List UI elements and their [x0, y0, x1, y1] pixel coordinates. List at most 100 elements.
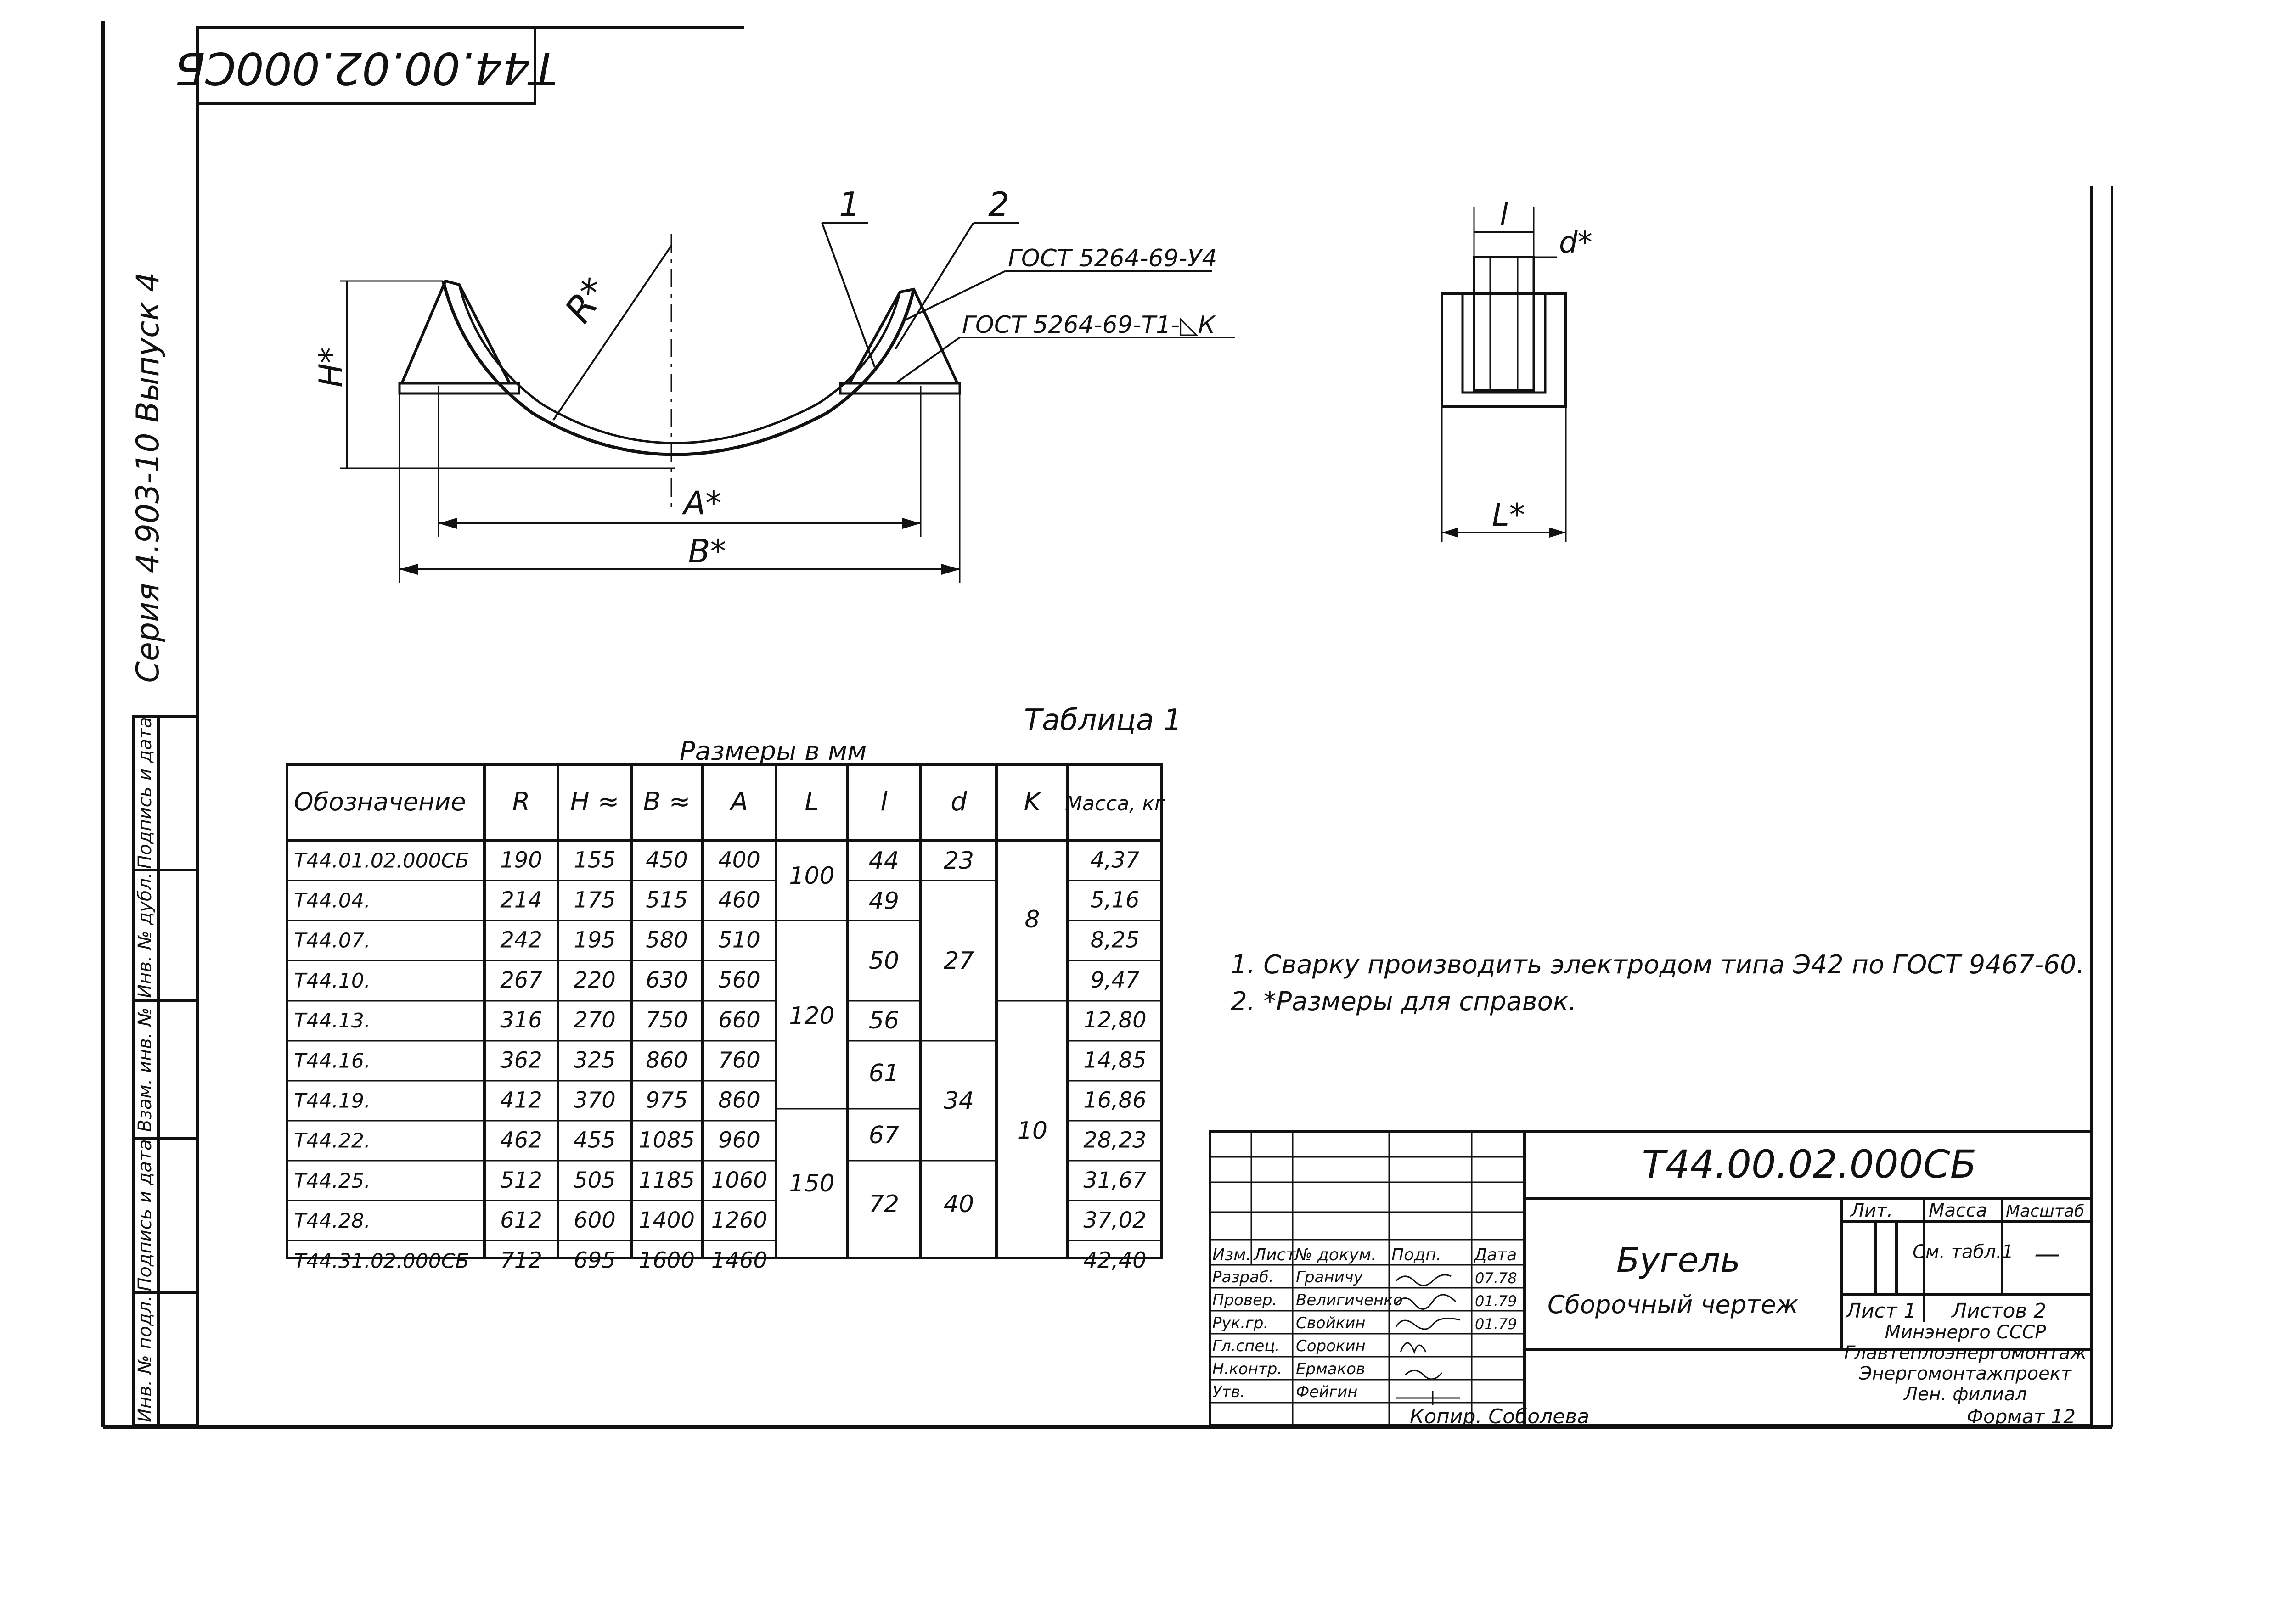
L-group-2: 120	[789, 1002, 834, 1030]
dim-R-label: R*	[557, 270, 617, 331]
header-L: L	[805, 787, 819, 817]
table-cell: 580	[646, 927, 688, 953]
note-1: 1. Сварку производить электродом типа Э4…	[1231, 950, 2084, 980]
table-cell: 460	[718, 887, 760, 913]
table-cell: 190	[500, 847, 542, 873]
signature-4	[1400, 1342, 1427, 1354]
dimensions-table: Таблица 1 Размеры в мм	[286, 703, 1182, 1273]
tb-role: Утв.	[1212, 1383, 1245, 1401]
table-cell: 960	[718, 1128, 760, 1153]
clamp-side-view: L* l d*	[1441, 198, 1593, 542]
side-col-5: Инв. № подл.	[135, 1296, 156, 1422]
table-cell: 462	[500, 1128, 542, 1153]
tb-scale-value: —	[2034, 1239, 2060, 1269]
table-cell: 362	[500, 1047, 542, 1073]
table-cell: 1400	[639, 1207, 695, 1233]
table-cell: 175	[574, 887, 616, 913]
table-caption: Таблица 1	[1024, 703, 1182, 737]
tb-person: Граничу	[1296, 1268, 1363, 1286]
table-cell: 1260	[711, 1207, 767, 1233]
tb-date-2: 01.79	[1475, 1292, 1517, 1310]
side-col-1: Подпись и дата	[135, 717, 156, 869]
K-group-2: 10	[1017, 1117, 1047, 1145]
signature-2	[1395, 1294, 1457, 1310]
tb-mass-value: См. табл.1	[1913, 1241, 2014, 1263]
table-cell: 214	[500, 887, 542, 913]
header-l: l	[880, 787, 888, 817]
side-col-3: Взам. инв. №	[135, 1007, 156, 1132]
table-cell: 1185	[639, 1168, 695, 1193]
row-designation: T44.07.	[294, 929, 371, 953]
title-block: Изм. Лист № докум. Подп. Дата Разраб.Гра…	[1209, 1130, 2093, 1427]
top-stamp: T44.00.02.000СБ	[175, 26, 557, 105]
tb-role: Гл.спец.	[1212, 1337, 1280, 1355]
l-group-4: 56	[869, 1007, 899, 1034]
header-A: A	[729, 787, 748, 817]
weld-note-1: ГОСТ 5264-69-У4	[1008, 245, 1217, 272]
table-cell: 712	[500, 1247, 542, 1273]
side-stamp: Подпись и дата Инв. № дубл. Взам. инв. №…	[132, 715, 199, 1427]
tb-date-1: 07.78	[1475, 1269, 1517, 1287]
signature-1	[1395, 1274, 1452, 1286]
table-cell: 412	[500, 1087, 542, 1113]
header-H: H ≈	[570, 787, 619, 817]
row-designation: T44.10.	[294, 969, 371, 993]
table-cell: 600	[574, 1207, 616, 1233]
dim-B-label: B*	[688, 533, 726, 570]
table-cell: 4,37	[1091, 847, 1140, 873]
d-group-2: 27	[944, 947, 974, 975]
table-cell: 325	[574, 1047, 616, 1073]
L-group-1: 100	[789, 862, 834, 890]
d-group-1: 23	[944, 847, 974, 875]
table-cell: 1600	[639, 1247, 695, 1273]
l-group-5: 61	[869, 1060, 899, 1087]
table-cell: 16,86	[1083, 1087, 1146, 1113]
tb-header-date: Дата	[1473, 1246, 1517, 1264]
l-group-1: 44	[869, 847, 899, 875]
table-cell: 5,16	[1091, 887, 1140, 913]
series-text: Серия 4.903-10 Выпуск 4	[130, 272, 166, 683]
table-cell: 975	[646, 1087, 688, 1113]
weld-note-2: ГОСТ 5264-69-Т1-◺К	[962, 311, 1216, 339]
table-cell: 560	[718, 967, 760, 993]
clamp-front-view: R* H* A* B* 1 2 ГОСТ 5264-69-У4 ГОСТ 526…	[312, 185, 1235, 583]
table-cell: 660	[718, 1007, 760, 1033]
tb-org-2: Главтеплоэнергомонтаж	[1844, 1342, 2087, 1364]
table-cell: 1460	[711, 1247, 767, 1273]
row-designation: T44.19.	[294, 1089, 371, 1112]
row-designation: T44.25.	[294, 1169, 371, 1193]
L-group-3: 150	[789, 1170, 834, 1197]
tb-name: Бугель	[1616, 1241, 1740, 1280]
table-cell: 860	[718, 1087, 760, 1113]
row-designation: T44.01.02.000СБ	[294, 849, 469, 872]
tb-org-4: Лен. филиал	[1903, 1384, 2027, 1405]
table-subcaption: Размеры в мм	[680, 736, 867, 766]
tb-code: T44.00.02.000СБ	[1642, 1142, 1977, 1187]
tb-person: Свойкин	[1296, 1314, 1366, 1332]
top-stamp-code: T44.00.02.000СБ	[175, 43, 557, 94]
l-group-7: 72	[869, 1190, 899, 1218]
dim-d-label: d*	[1559, 226, 1593, 260]
table-cell: 860	[646, 1047, 688, 1073]
table-cell: 14,85	[1083, 1047, 1146, 1073]
tb-person: Фейгин	[1296, 1383, 1357, 1401]
row-designation: T44.16.	[294, 1049, 371, 1072]
table-cell: 1060	[711, 1168, 767, 1193]
tb-sheet: Лист 1	[1845, 1299, 1916, 1323]
tb-role: Н.контр.	[1212, 1360, 1282, 1378]
tb-role: Разраб.	[1212, 1268, 1274, 1286]
d-group-3: 34	[944, 1087, 974, 1115]
dim-L-label: L*	[1492, 497, 1525, 533]
l-group-6: 67	[869, 1122, 899, 1149]
table-cell: 270	[574, 1007, 616, 1033]
tb-person: Ермаков	[1296, 1360, 1365, 1378]
table-cell: 9,47	[1091, 967, 1140, 993]
header-B: B ≈	[643, 787, 690, 817]
tb-person: Велигиченко	[1296, 1291, 1403, 1309]
header-mass: Масса, кг	[1065, 792, 1165, 815]
table-cell: 505	[574, 1168, 616, 1193]
row-designation: T44.13.	[294, 1009, 371, 1033]
table-cell: 612	[500, 1207, 542, 1233]
